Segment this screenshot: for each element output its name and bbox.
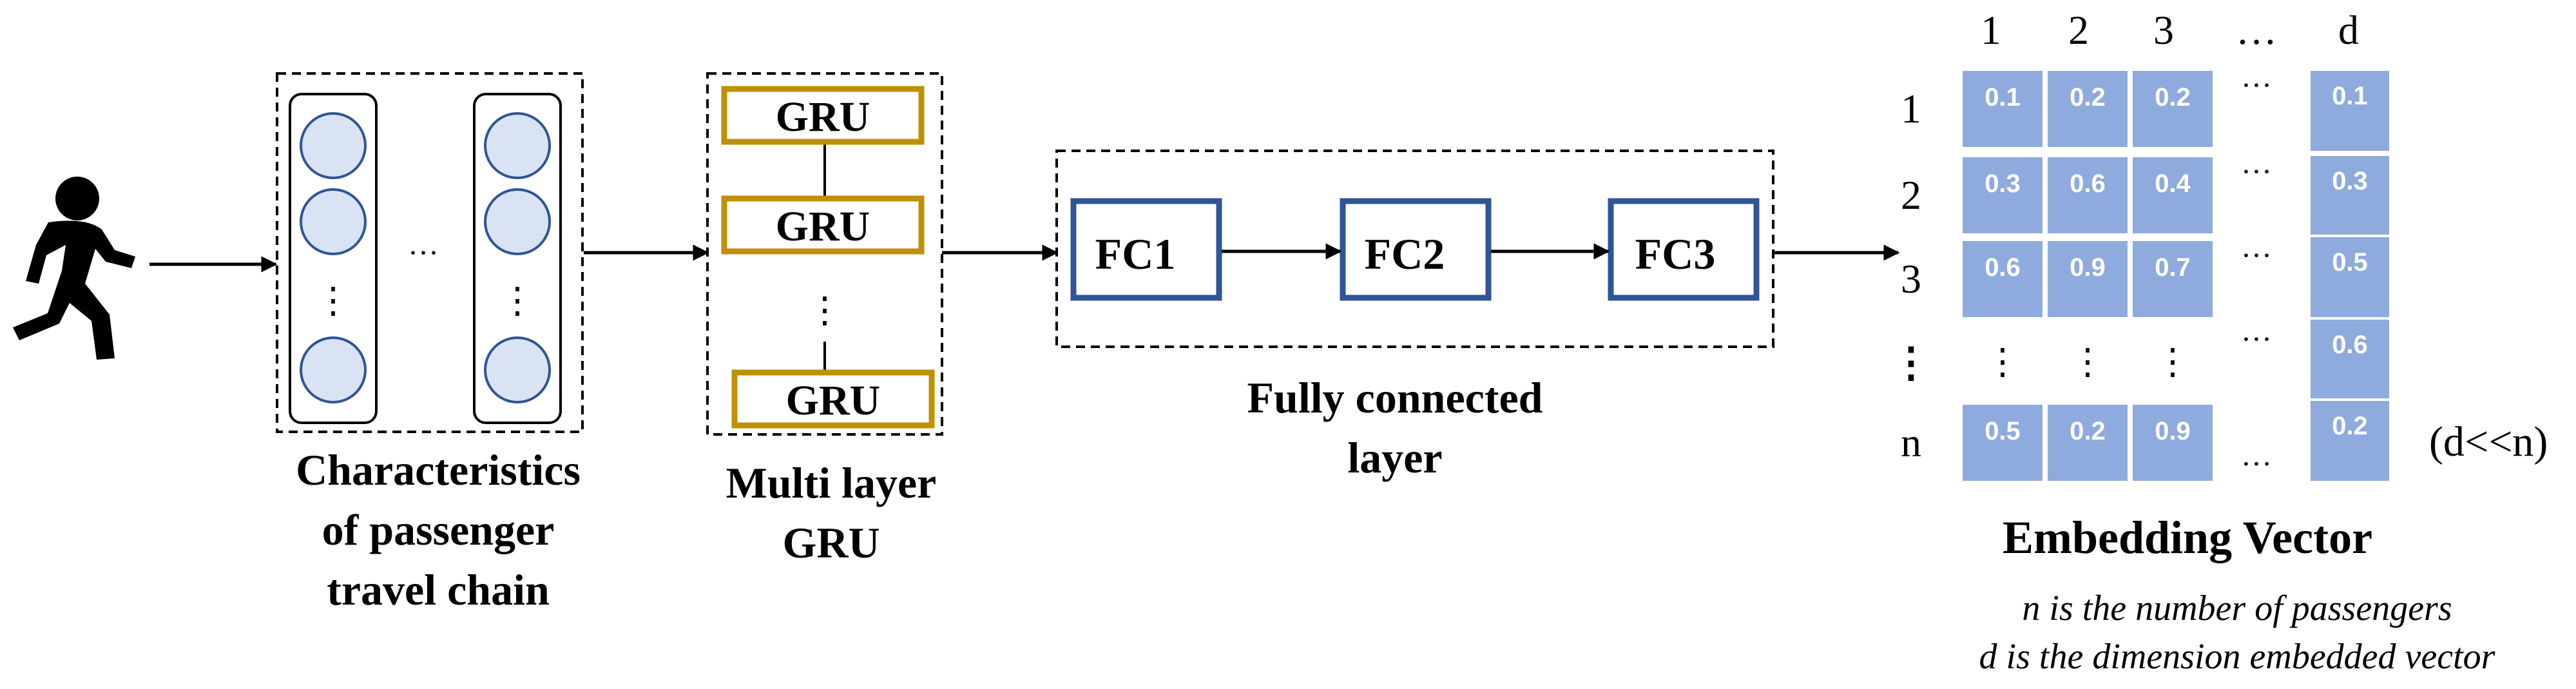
travel-chain-caption-line-1: Characteristics xyxy=(296,445,581,494)
fc-frame xyxy=(1055,150,1774,348)
matrix-cell xyxy=(2045,68,2130,150)
matrix-value: 0.6 xyxy=(2070,170,2106,198)
embedding-matrix: 1 2 3 … d 1 2 3 ⋮ n 0.1 0.2 0.2 0.3 0.6 0.4 0.6 0.9 0.7 ⋮ ⋮ ⋮… xyxy=(1890,7,2392,483)
matrix-cell xyxy=(1960,155,2045,236)
fc2-box xyxy=(1340,198,1492,301)
matrix-value: 0.9 xyxy=(2070,253,2106,282)
matrix-value: 0.1 xyxy=(1985,83,2021,112)
matrix-value: 0.4 xyxy=(2155,170,2191,198)
matrix-value: 0.2 xyxy=(2070,417,2106,445)
gru-caption-line-2: GRU xyxy=(782,518,879,567)
matrix-cell xyxy=(1960,68,2045,150)
d-column-value: 0.1 xyxy=(2332,82,2368,110)
matrix-ellipsis: ⋮ xyxy=(1985,342,2021,382)
chain-vertical-ellipsis-2: ⋮ xyxy=(499,281,535,321)
gru-label-3: GRU xyxy=(786,377,881,424)
chain-horizontal-ellipsis: ··· xyxy=(408,236,439,270)
matrix-value: 0.2 xyxy=(2070,83,2106,112)
row-label: 2 xyxy=(1901,172,1921,218)
column-label: 3 xyxy=(2153,7,2174,53)
column-label: 2 xyxy=(2068,7,2089,53)
d-column-cell xyxy=(2308,68,2392,153)
travel-chain-block: ··· ⋮ ⋮ Characteristics of passenger tra… xyxy=(276,72,584,614)
matrix-value: 0.7 xyxy=(2155,253,2191,282)
matrix-ellipsis: ⋮ xyxy=(2070,342,2106,382)
matrix-cell xyxy=(2045,155,2130,236)
matrix-horizontal-ellipsis: ··· xyxy=(2241,68,2272,102)
d-column-cell xyxy=(2308,398,2392,483)
matrix-value: 0.6 xyxy=(1985,253,2021,282)
d-column-cell xyxy=(2308,235,2392,320)
feature-column-1 xyxy=(289,93,378,424)
fc1-box xyxy=(1070,198,1222,301)
fc2-label: FC2 xyxy=(1365,229,1445,278)
gru-box-1 xyxy=(721,86,925,145)
fc-block: FC1 FC2 FC3 Fully connected layer xyxy=(1055,150,1774,482)
gru-block: GRU GRU GRU ⋮ Multi layer GRU xyxy=(706,72,943,567)
travel-chain-frame xyxy=(276,72,584,433)
matrix-horizontal-ellipsis: … xyxy=(2241,438,2272,472)
d-column-value: 0.3 xyxy=(2332,167,2368,195)
running-person-icon xyxy=(13,177,135,360)
gru-box-3 xyxy=(731,369,935,429)
row-label: 1 xyxy=(1901,86,1921,131)
chain-vertical-ellipsis-1: ⋮ xyxy=(315,281,351,321)
feature-node xyxy=(300,188,367,255)
fc1-label: FC1 xyxy=(1095,229,1176,278)
feature-node xyxy=(300,336,367,403)
row-label: 3 xyxy=(1901,256,1921,302)
matrix-cell xyxy=(1960,238,2045,320)
column-label: d xyxy=(2338,7,2359,53)
feature-node xyxy=(484,188,551,255)
matrix-value: 0.5 xyxy=(1985,417,2021,445)
gru-caption-line-1: Multi layer xyxy=(726,458,937,507)
fc-caption-line-2: layer xyxy=(1347,433,1442,482)
travel-chain-caption-line-3: travel chain xyxy=(327,565,550,614)
gru-vertical-ellipsis: ⋮ xyxy=(807,291,843,331)
matrix-value: 0.9 xyxy=(2155,417,2191,445)
feature-node xyxy=(484,112,551,179)
matrix-value: 0.2 xyxy=(2155,83,2191,112)
matrix-horizontal-ellipsis: ··· xyxy=(2241,322,2272,356)
gru-label-1: GRU xyxy=(776,93,870,141)
fc-caption-line-1: Fully connected xyxy=(1247,373,1543,422)
matrix-cell xyxy=(2130,68,2215,150)
row-label: n xyxy=(1901,420,1921,465)
feature-node xyxy=(484,336,551,403)
matrix-cell xyxy=(2045,238,2130,320)
matrix-cell xyxy=(1960,402,2045,483)
row-label: ⋮ xyxy=(1890,340,1932,385)
gru-box-2 xyxy=(721,195,925,255)
matrix-cell xyxy=(2130,155,2215,236)
feature-column-2 xyxy=(473,93,562,424)
matrix-cell xyxy=(2130,402,2215,483)
feature-node xyxy=(300,112,367,179)
column-label: … xyxy=(2236,7,2277,53)
matrix-horizontal-ellipsis: ··· xyxy=(2241,238,2272,273)
matrix-value: 0.3 xyxy=(1985,170,2021,198)
embedding-title: Embedding Vector xyxy=(2003,512,2372,563)
embedding-constraint: (d<<n) xyxy=(2429,418,2548,465)
d-column-value: 0.2 xyxy=(2332,412,2368,440)
fc3-box xyxy=(1608,198,1760,301)
matrix-cell xyxy=(2130,238,2215,320)
embedding-note-1: n is the number of passengers xyxy=(2022,588,2452,628)
d-column-value: 0.6 xyxy=(2332,331,2368,359)
gru-label-2: GRU xyxy=(776,203,870,250)
embedding-note-2: d is the dimension embedded vector xyxy=(1979,637,2495,677)
matrix-ellipsis: ⋮ xyxy=(2155,342,2191,382)
travel-chain-caption-line-2: of passenger xyxy=(322,505,555,554)
embedding-block: 1 2 3 … d 1 2 3 ⋮ n 0.1 0.2 0.2 0.3 0.6 0.4 0.6 0.9 0.7 ⋮ ⋮ ⋮… xyxy=(1890,7,2548,677)
column-label: 1 xyxy=(1981,7,2001,53)
d-column-value: 0.5 xyxy=(2332,248,2368,277)
matrix-horizontal-ellipsis: ··· xyxy=(2241,155,2272,189)
fc3-label: FC3 xyxy=(1635,229,1716,278)
matrix-cell xyxy=(2045,402,2130,483)
